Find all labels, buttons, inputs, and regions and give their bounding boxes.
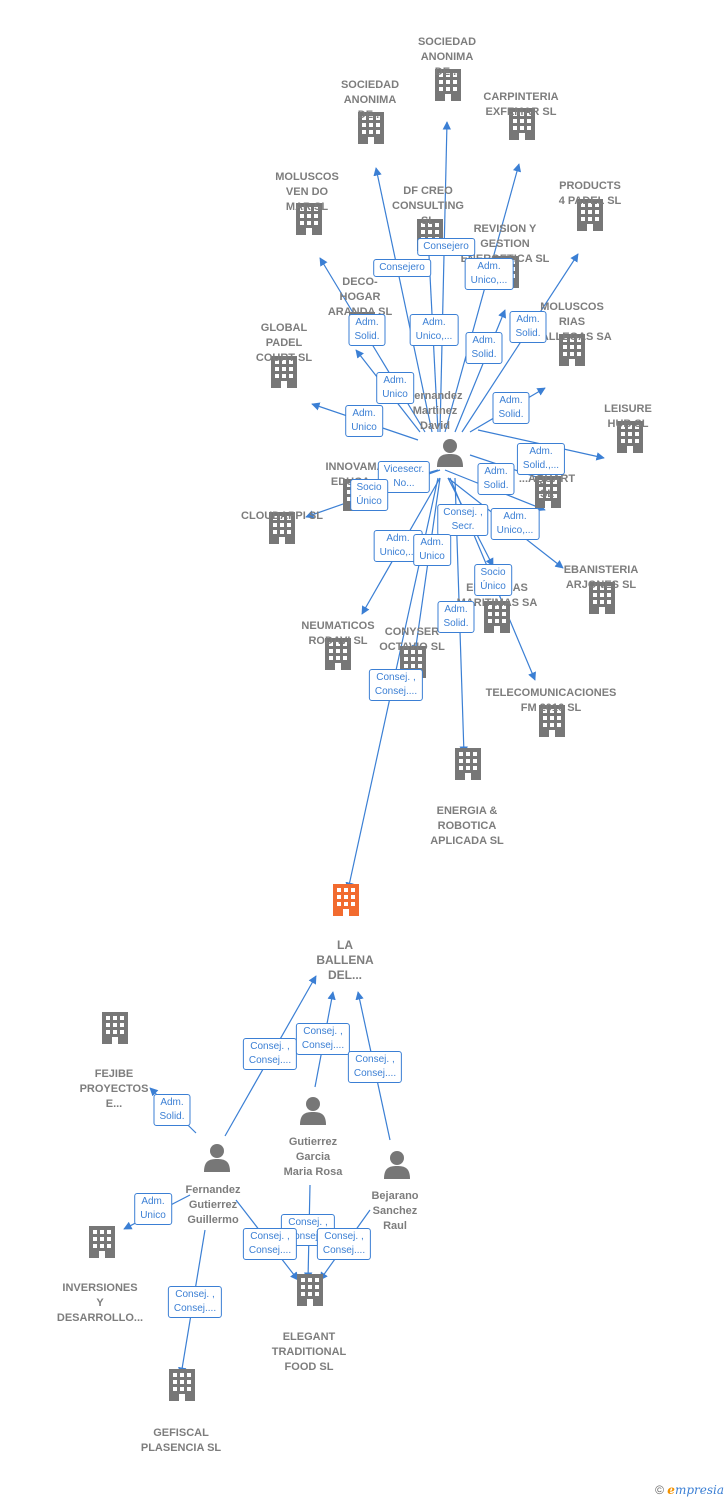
company-label: CLOUDAPPI SL bbox=[241, 510, 323, 522]
person-icon[interactable] bbox=[437, 439, 463, 467]
person-icon[interactable] bbox=[300, 1097, 326, 1125]
company-node-inversiones[interactable]: INVERSIONES Y DESARROLLO... bbox=[50, 1281, 150, 1326]
person-icon[interactable] bbox=[204, 1144, 230, 1172]
company-node-globalpadel[interactable]: GLOBAL PADEL COURT SL bbox=[239, 321, 329, 366]
edge-role-label[interactable]: Consejero bbox=[417, 238, 475, 256]
company-label: SOCIEDAD ANONIMA DE... bbox=[340, 79, 400, 121]
relation-edge bbox=[444, 163, 522, 433]
company-label: TELECOMUNICACIONES FM 2016 SL bbox=[485, 687, 617, 714]
edge-role-label[interactable]: Adm. Unico bbox=[134, 1193, 172, 1225]
edge-role-label[interactable]: Consejero bbox=[373, 259, 431, 277]
person-icon[interactable] bbox=[384, 1151, 410, 1179]
edge-role-label[interactable]: Consej. , Consej.... bbox=[347, 1051, 403, 1083]
company-label: LA BALLENA DEL... bbox=[316, 938, 374, 982]
empresia-logo: empresia bbox=[667, 1483, 724, 1497]
company-label: GEFISCAL PLASENCIA SL bbox=[140, 1427, 222, 1454]
company-node-fejibe[interactable]: FEJIBE PROYECTOS E... bbox=[69, 1067, 159, 1112]
building-icon[interactable] bbox=[102, 1012, 128, 1044]
edge-role-label[interactable]: Consej. , Consej.... bbox=[167, 1286, 223, 1318]
company-label: NEUMATICOS RODAVI SL bbox=[301, 620, 375, 647]
edge-role-label[interactable]: Adm. Unico,... bbox=[409, 314, 459, 346]
company-node-sociedad1[interactable]: SOCIEDAD ANONIMA DE... bbox=[397, 35, 497, 80]
company-label: MOLUSCOS VEN DO MAR SL bbox=[275, 171, 339, 213]
relation-edge bbox=[454, 309, 507, 433]
person-label: Fernandez Gutierrez Guillermo bbox=[185, 1184, 241, 1226]
company-node-moluscos-rias[interactable]: MOLUSCOS RIAS GALLEGAS SA bbox=[522, 300, 622, 345]
edge-role-label[interactable]: Adm. Solid. bbox=[348, 314, 386, 346]
edge-role-label[interactable]: Socio Único bbox=[474, 564, 512, 596]
footer-brand[interactable]: © empresia bbox=[655, 1483, 724, 1497]
company-node-dfcreo[interactable]: DF CREO CONSULTING SL bbox=[378, 184, 478, 229]
person-node-bejarano[interactable]: Bejarano Sanchez Raul bbox=[350, 1189, 440, 1234]
person-label: Bejarano Sanchez Raul bbox=[371, 1190, 419, 1232]
edge-role-label[interactable]: Consej. , Consej.... bbox=[242, 1038, 298, 1070]
edge-role-label[interactable]: Adm. Unico,... bbox=[464, 258, 514, 290]
copyright-symbol: © bbox=[655, 1483, 664, 1497]
company-label: ENERGIA & ROBOTICA APLICADA SL bbox=[430, 805, 504, 847]
company-label: PRODUCTS 4 PADEL SL bbox=[558, 180, 622, 207]
edge-role-label[interactable]: Consej. , Consej.... bbox=[295, 1023, 351, 1055]
edge-role-label[interactable]: Consej. , Consej.... bbox=[368, 669, 424, 701]
edge-role-label[interactable]: Consej. , Consej.... bbox=[242, 1228, 298, 1260]
building-icon[interactable] bbox=[89, 1226, 115, 1258]
person-node-gutierrez-garcia[interactable]: Gutierrez Garcia Maria Rosa bbox=[268, 1135, 358, 1180]
company-node-energia[interactable]: ENERGIA & ROBOTICA APLICADA SL bbox=[417, 804, 517, 849]
company-node-ebanisteria[interactable]: EBANISTERIA ARJONES SL bbox=[551, 563, 651, 593]
company-node-sociedad2[interactable]: SOCIEDAD ANONIMA DE... bbox=[323, 78, 418, 123]
edge-role-label[interactable]: Adm. Unico,... bbox=[490, 508, 540, 540]
company-node-leisure[interactable]: LEISURE HUB SL bbox=[578, 402, 678, 432]
edge-role-label[interactable]: Adm. Unico bbox=[413, 534, 451, 566]
company-label: EBANISTERIA ARJONES SL bbox=[563, 564, 639, 591]
company-label: GLOBAL PADEL COURT SL bbox=[255, 322, 313, 364]
building-icon[interactable] bbox=[455, 748, 481, 780]
company-node-products4[interactable]: PRODUCTS 4 PADEL SL bbox=[540, 179, 640, 209]
edge-role-label[interactable]: Socio Único bbox=[350, 479, 388, 511]
person-node-fernandez-martinez[interactable]: Fernandez Martinez David bbox=[390, 389, 480, 434]
edge-role-label[interactable]: Adm. Solid.,... bbox=[516, 443, 566, 475]
edge-role-label[interactable]: Adm. Unico bbox=[345, 405, 383, 437]
company-label: MOLUSCOS RIAS GALLEGAS SA bbox=[532, 301, 612, 343]
edge-role-label[interactable]: Adm. Unico bbox=[376, 372, 414, 404]
company-node-aquart[interactable]: ...AQUART SL bbox=[517, 472, 577, 502]
company-node-moluscos-ven[interactable]: MOLUSCOS VEN DO MAR SL bbox=[257, 170, 357, 215]
company-label: CARPINTERIA EXFEMAR SL bbox=[483, 91, 559, 118]
relation-edge bbox=[373, 167, 433, 433]
company-node-carpinteria[interactable]: CARPINTERIA EXFEMAR SL bbox=[460, 90, 583, 120]
edge-role-label[interactable]: Adm. Solid. bbox=[153, 1094, 191, 1126]
company-label: ELEGANT TRADITIONAL FOOD SL bbox=[271, 1331, 347, 1373]
company-label: CONYSER OCTAVIO SL bbox=[379, 626, 445, 653]
relation-edge bbox=[439, 121, 452, 433]
company-node-conyser[interactable]: CONYSER OCTAVIO SL bbox=[362, 625, 462, 655]
edge-role-label[interactable]: Adm. Solid. bbox=[465, 332, 503, 364]
edge-role-label[interactable]: Adm. Solid. bbox=[492, 392, 530, 424]
company-label: INVERSIONES Y DESARROLLO... bbox=[56, 1282, 144, 1324]
company-node-telecom[interactable]: TELECOMUNICACIONES FM 2016 SL bbox=[481, 686, 621, 716]
person-label: Gutierrez Garcia Maria Rosa bbox=[283, 1136, 343, 1178]
company-label: ...AQUART SL bbox=[518, 473, 576, 500]
building-icon[interactable] bbox=[297, 1274, 323, 1306]
edge-role-label[interactable]: Adm. Solid. bbox=[437, 601, 475, 633]
edge-role-label[interactable]: Consej. , Consej.... bbox=[316, 1228, 372, 1260]
edge-role-label[interactable]: Adm. Solid. bbox=[477, 463, 515, 495]
relation-edge bbox=[461, 253, 579, 433]
company-label: DF CREO CONSULTING SL bbox=[392, 185, 464, 227]
company-node-gefiscal[interactable]: GEFISCAL PLASENCIA SL bbox=[131, 1426, 231, 1456]
building-icon[interactable] bbox=[333, 884, 359, 916]
person-label: Fernandez Martinez David bbox=[407, 390, 463, 432]
building-icon[interactable] bbox=[169, 1369, 195, 1401]
company-label: SOCIEDAD ANONIMA DE... bbox=[417, 36, 477, 78]
company-label: FEJIBE PROYECTOS E... bbox=[79, 1068, 149, 1110]
person-node-fernandez-gutierrez[interactable]: Fernandez Gutierrez Guillermo bbox=[168, 1183, 258, 1228]
company-node-laballena[interactable]: LA BALLENA DEL... bbox=[300, 938, 390, 983]
company-node-neumaticos[interactable]: NEUMATICOS RODAVI SL bbox=[288, 619, 388, 649]
company-node-elegant[interactable]: ELEGANT TRADITIONAL FOOD SL bbox=[259, 1330, 359, 1375]
company-node-cloudappi[interactable]: CLOUDAPPI SL bbox=[232, 509, 332, 524]
company-label: LEISURE HUB SL bbox=[604, 403, 652, 430]
edge-role-label[interactable]: Adm. Solid. bbox=[509, 311, 547, 343]
edge-role-label[interactable]: Consej. , Secr. bbox=[437, 504, 489, 536]
